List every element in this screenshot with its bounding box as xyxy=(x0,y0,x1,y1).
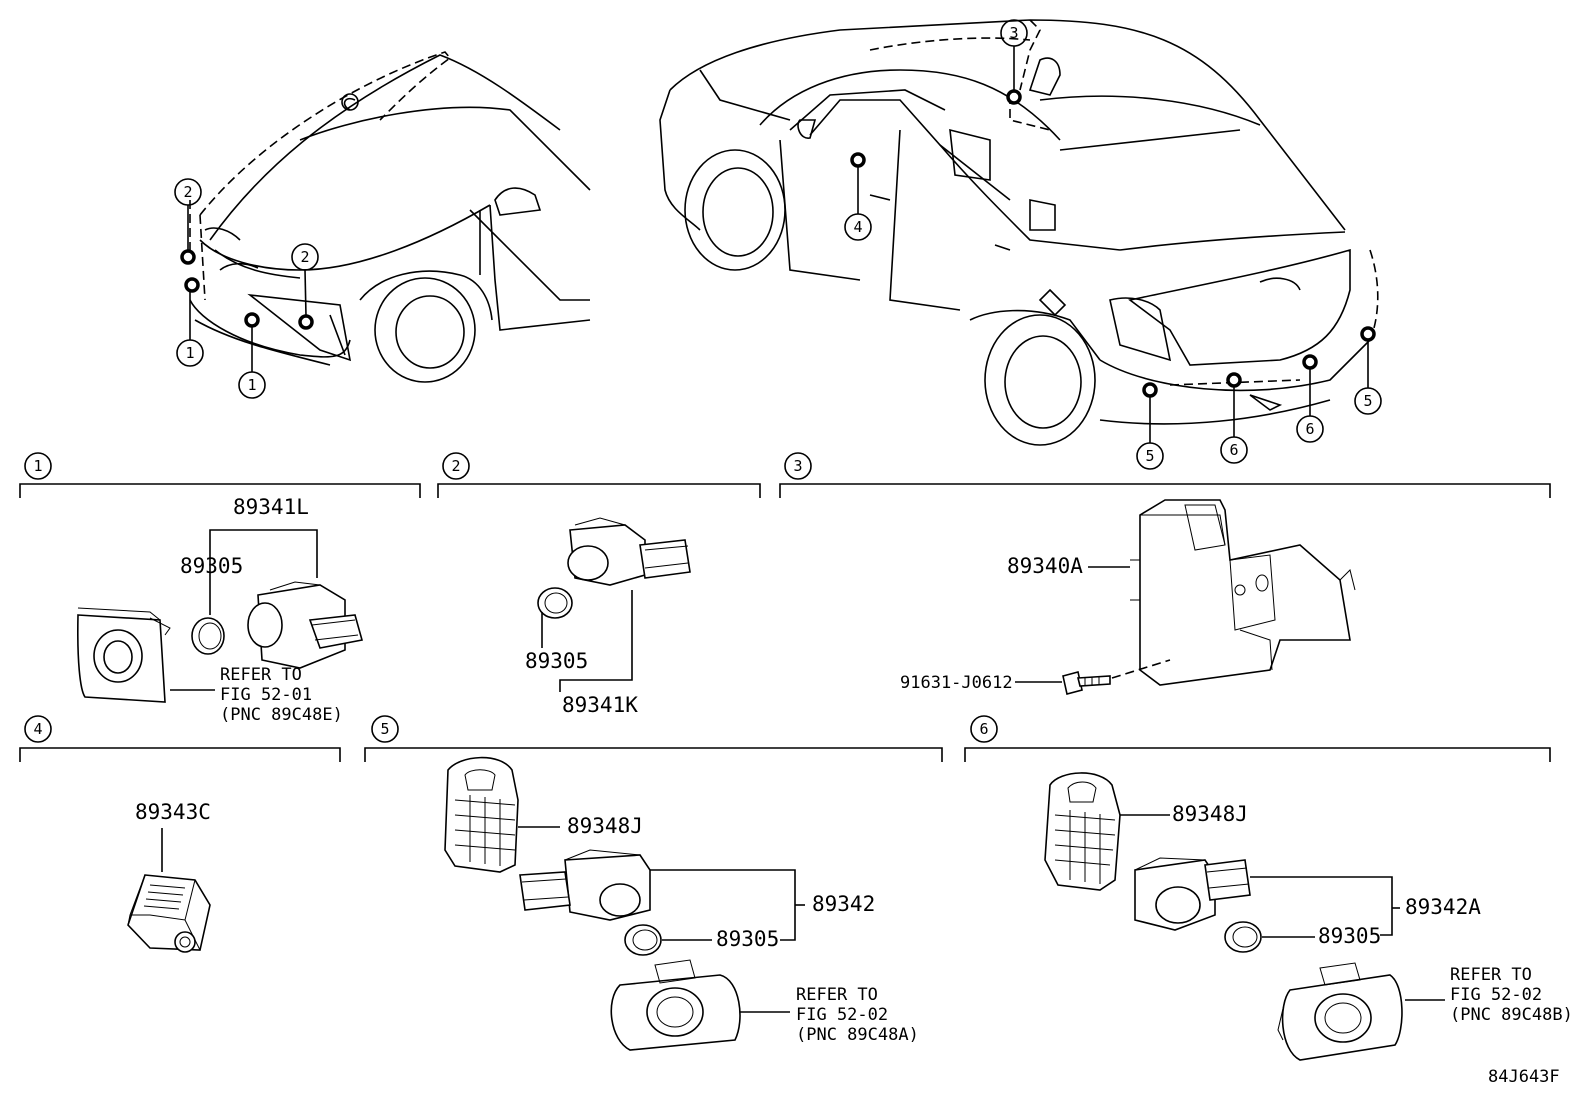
front-sensor-dot-2a xyxy=(180,249,196,265)
figure-code: 84J643F xyxy=(1488,1067,1560,1087)
s4-part xyxy=(127,874,211,953)
s6-assembly-label: 89342A xyxy=(1405,895,1481,919)
section-3: 3 89340A 91631-J0612 xyxy=(779,452,1551,695)
s6-refer-line2: FIG 52-02 xyxy=(1450,985,1542,1005)
s1-refer-line2: FIG 52-01 xyxy=(220,685,312,705)
s2-assembly-label: 89341K xyxy=(562,693,638,717)
rear-vehicle-illustration: 3 4 5 6 6 5 xyxy=(659,19,1382,470)
svg-text:3: 3 xyxy=(1009,24,1018,42)
svg-text:1: 1 xyxy=(185,344,194,362)
s1-assembly-label: 89341L xyxy=(233,495,309,519)
front-sensor-dot-1b xyxy=(244,312,260,328)
svg-text:6: 6 xyxy=(979,720,988,738)
s2-sensor xyxy=(567,517,691,586)
section-2: 2 89305 89341K xyxy=(437,452,761,717)
svg-text:5: 5 xyxy=(380,720,389,738)
s1-refer-line1: REFER TO xyxy=(220,665,302,685)
svg-text:2: 2 xyxy=(300,248,309,266)
rear-sensor-dot-6b xyxy=(1302,354,1318,370)
svg-text:2: 2 xyxy=(183,183,192,201)
callout-1-front-left: 1 xyxy=(176,339,204,367)
s1-refer-line3: (PNC 89C48E) xyxy=(220,705,343,725)
svg-text:1: 1 xyxy=(247,376,256,394)
rear-sensor-dot-3 xyxy=(1006,89,1022,105)
svg-text:3: 3 xyxy=(793,457,802,475)
callout-2-front-right: 2 xyxy=(291,243,319,271)
s1-cover-cap xyxy=(191,617,225,655)
section-4: 4 89343C xyxy=(19,715,341,953)
callout-1-front-center: 1 xyxy=(238,371,266,399)
s5-refer-line1: REFER TO xyxy=(796,985,878,1005)
s5-sensor xyxy=(519,849,651,921)
rear-sensor-dot-6a xyxy=(1226,372,1242,388)
svg-text:4: 4 xyxy=(33,720,42,738)
s5-assembly-label: 89342 xyxy=(812,892,875,916)
s5-refer-line3: (PNC 89C48A) xyxy=(796,1025,919,1045)
callout-2-front-left: 2 xyxy=(174,178,202,206)
svg-text:6: 6 xyxy=(1305,420,1314,438)
s6-retainer xyxy=(1044,772,1121,891)
s6-bezel xyxy=(1277,962,1403,1061)
s5-bezel xyxy=(610,959,741,1051)
s1-bezel xyxy=(77,607,171,703)
front-sensor-dot-1a xyxy=(184,277,200,293)
s5-retainer-label: 89348J xyxy=(567,814,643,838)
front-vehicle-illustration: 2 1 1 2 xyxy=(174,51,591,399)
s2-cover-label: 89305 xyxy=(525,649,588,673)
s5-retainer xyxy=(444,756,519,873)
s3-bolt xyxy=(1062,671,1111,695)
s6-cover-cap xyxy=(1224,921,1262,953)
svg-text:4: 4 xyxy=(853,218,862,236)
s1-sensor xyxy=(247,581,364,669)
section-5: 5 89348J 89342 89305 xyxy=(364,715,943,1051)
callout-5-rear-left: 5 xyxy=(1136,442,1164,470)
s6-refer-line1: REFER TO xyxy=(1450,965,1532,985)
s3-bolt-label: 91631-J0612 xyxy=(900,673,1013,693)
s3-module-label: 89340A xyxy=(1007,554,1083,578)
svg-text:5: 5 xyxy=(1363,392,1372,410)
s6-retainer-label: 89348J xyxy=(1172,802,1248,826)
s4-part-label: 89343C xyxy=(135,800,211,824)
section-1: 1 89341L 89305 REFER TO FIG 52-01 (PNC 8… xyxy=(19,452,421,725)
s5-cover-label: 89305 xyxy=(716,927,779,951)
s3-module-bracket xyxy=(1130,499,1356,686)
svg-text:2: 2 xyxy=(451,457,460,475)
rear-sensor-dot-5b xyxy=(1360,326,1376,342)
rear-sensor-dot-4 xyxy=(850,152,866,168)
svg-text:6: 6 xyxy=(1229,441,1238,459)
callout-3-rear: 3 xyxy=(1000,19,1028,47)
s5-cover-cap xyxy=(624,924,662,956)
callout-6-rear-right: 6 xyxy=(1296,415,1324,443)
callout-4-rear: 4 xyxy=(844,213,872,241)
s2-cover-cap xyxy=(537,587,573,619)
rear-sensor-dot-5a xyxy=(1142,382,1158,398)
s1-cover-label: 89305 xyxy=(180,554,243,578)
s5-refer-line2: FIG 52-02 xyxy=(796,1005,888,1025)
section-6: 6 89348J 89342A 89305 xyxy=(964,715,1573,1061)
s6-refer-line3: (PNC 89C48B) xyxy=(1450,1005,1573,1025)
callout-6-rear-center: 6 xyxy=(1220,436,1248,464)
s6-cover-label: 89305 xyxy=(1318,924,1381,948)
s6-sensor xyxy=(1134,857,1251,931)
svg-text:1: 1 xyxy=(33,457,42,475)
callout-5-rear-right: 5 xyxy=(1354,387,1382,415)
front-sensor-dot-2b xyxy=(298,314,314,330)
svg-text:5: 5 xyxy=(1145,447,1154,465)
